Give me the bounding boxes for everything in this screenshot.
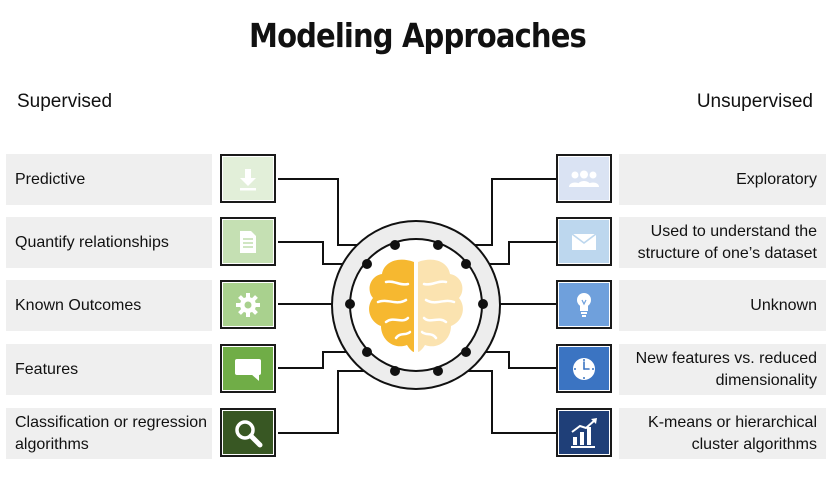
item-label: Features [15, 360, 79, 378]
unsupervised-item: New features vs. reduced dimensionality [619, 344, 826, 395]
item-label: New features vs. reduced dimensionality [635, 349, 817, 389]
document-icon [223, 220, 273, 263]
node-dot [433, 240, 443, 250]
connector-line [466, 351, 556, 369]
supervised-item: Known Outcomes [6, 280, 212, 331]
item-label: Exploratory [736, 170, 817, 188]
connector-nodes [345, 240, 488, 376]
supervised-tile [220, 154, 276, 203]
people-icon [559, 157, 609, 200]
node-dot [390, 366, 400, 376]
unsupervised-tile [556, 154, 612, 203]
item-label: Classification or regression algorithms [15, 413, 208, 453]
envelope-icon [559, 220, 609, 263]
supervised-heading: Supervised [17, 91, 113, 112]
connector-line [278, 351, 367, 369]
supervised-item: Classification or regression algorithms [6, 408, 212, 459]
unsupervised-tile [556, 344, 612, 393]
node-dot [478, 299, 488, 309]
node-dot [390, 240, 400, 250]
bar-chart-icon [559, 411, 609, 454]
magnifier-icon [223, 411, 273, 454]
lightbulb-icon [559, 283, 609, 326]
unsupervised-item: Exploratory [619, 154, 826, 205]
unsupervised-tile [556, 408, 612, 457]
unsupervised-item: Used to understand the structure of one’… [619, 217, 826, 268]
node-dot [461, 259, 471, 269]
download-icon [223, 157, 273, 200]
supervised-tile [220, 344, 276, 393]
gear-icon [223, 283, 273, 326]
node-dot [362, 259, 372, 269]
supervised-item: Predictive [6, 154, 212, 205]
supervised-item: Features [6, 344, 212, 395]
unsupervised-tile [556, 217, 612, 266]
node-dot [345, 299, 355, 309]
unsupervised-item: Unknown [619, 280, 826, 331]
clock-icon [559, 347, 609, 390]
connector-line [438, 370, 556, 434]
node-dot [362, 347, 372, 357]
node-dot [433, 366, 443, 376]
node-dot [461, 347, 471, 357]
page-title: Modeling Approaches [249, 16, 587, 55]
unsupervised-tile [556, 280, 612, 329]
unsupervised-heading: Unsupervised [696, 91, 813, 112]
supervised-tile [220, 408, 276, 457]
item-label: Predictive [15, 170, 86, 188]
unsupervised-item: K-means or hierarchical cluster algorith… [619, 408, 826, 459]
item-label: K-means or hierarchical cluster algorith… [648, 413, 817, 453]
item-label: Used to understand the structure of one’… [637, 222, 817, 262]
supervised-item: Quantify relationships [6, 217, 212, 268]
supervised-tile [220, 280, 276, 329]
item-label: Known Outcomes [15, 296, 142, 314]
item-label: Unknown [750, 296, 817, 314]
item-label: Quantify relationships [15, 233, 169, 251]
chat-bubble-icon [223, 347, 273, 390]
brain-icon [369, 259, 463, 352]
supervised-tile [220, 217, 276, 266]
